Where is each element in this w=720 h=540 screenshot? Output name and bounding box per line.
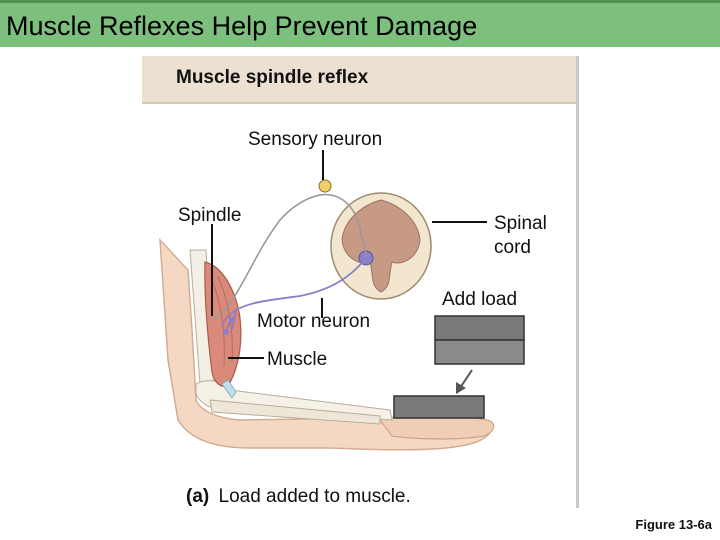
hand-weight — [394, 396, 484, 418]
sensory-ganglion — [319, 180, 331, 192]
add-load-weights — [435, 316, 524, 364]
label-spinal-cord-line2: cord — [494, 236, 547, 260]
label-sensory-neuron: Sensory neuron — [248, 128, 382, 152]
label-motor-neuron: Motor neuron — [257, 310, 370, 334]
label-add-load: Add load — [442, 288, 517, 312]
caption-letter: (a) — [186, 486, 209, 507]
label-muscle: Muscle — [267, 348, 327, 372]
panel-caption: (a) Load added to muscle. — [186, 486, 411, 508]
figure-reference: Figure 13-6a — [635, 517, 712, 532]
label-spinal-cord: Spinal cord — [494, 212, 547, 260]
label-spinal-cord-line1: Spinal — [494, 212, 547, 236]
down-arrow-icon — [456, 370, 472, 394]
spinal-cord-section — [331, 193, 431, 299]
label-spindle: Spindle — [178, 204, 241, 228]
caption-text: Load added to muscle. — [219, 486, 411, 507]
